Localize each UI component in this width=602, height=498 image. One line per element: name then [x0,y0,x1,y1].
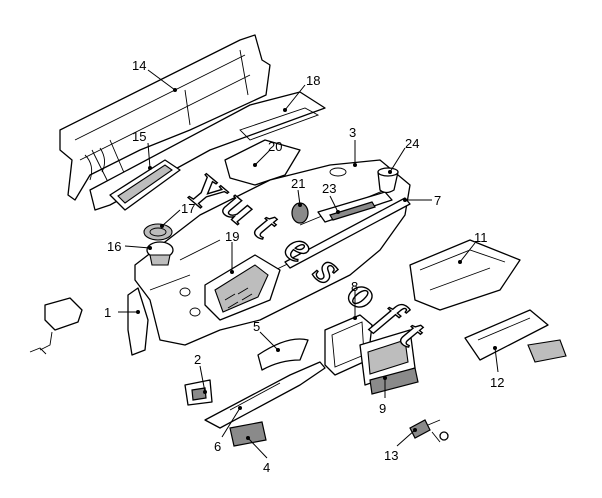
callout-2: 2 [194,352,201,367]
part-5-curved-trim [257,338,309,371]
callout-18: 18 [306,73,320,88]
connector-bracket [29,297,83,355]
part-2-clip [184,379,213,406]
callout-13: 13 [384,448,398,463]
part-23-trim-strip [317,191,393,223]
part-15-grille [109,159,181,211]
part-8-frame [324,314,373,376]
callout-24: 24 [405,136,419,151]
callout-9: 9 [379,401,386,416]
part-14-dash-frame [59,34,271,201]
part-11-glove-box [409,239,521,311]
callout-15: 15 [132,129,146,144]
callout-12: 12 [490,375,504,390]
callout-17: 17 [181,201,195,216]
callout-21: 21 [291,176,305,191]
callout-16: 16 [107,239,121,254]
callout-19: 19 [225,229,239,244]
callout-8: 8 [351,279,358,294]
part-20-cover-panel [224,139,301,186]
part-1-end-plate [127,287,149,356]
part-6-lower-trim [204,361,326,429]
part-4-bracket [229,421,267,447]
callout-14: 14 [132,58,146,73]
part-3-dashboard-body [134,159,411,346]
callout-20: 20 [268,139,282,154]
callout-23: 23 [322,181,336,196]
callout-6: 6 [214,439,221,454]
part-7-column-bar [284,197,411,269]
callout-1: 1 [104,305,111,320]
part-19-instrument-cluster [204,254,281,321]
leader-lines [118,69,499,459]
callout-3: 3 [349,125,356,140]
callout-labels: 14 18 15 20 3 24 21 23 7 17 16 19 11 8 1… [104,58,504,475]
callout-11: 11 [474,230,488,245]
callout-5: 5 [253,319,260,334]
part-16-round-vent [146,241,174,266]
part-17-round-cap [143,223,173,241]
part-12-shelf-tray [464,309,549,361]
callout-4: 4 [263,460,270,475]
part-13-lock-key [409,419,449,443]
small-module-box [527,339,567,363]
callout-7: 7 [434,193,441,208]
part-9-control-unit [359,329,419,395]
